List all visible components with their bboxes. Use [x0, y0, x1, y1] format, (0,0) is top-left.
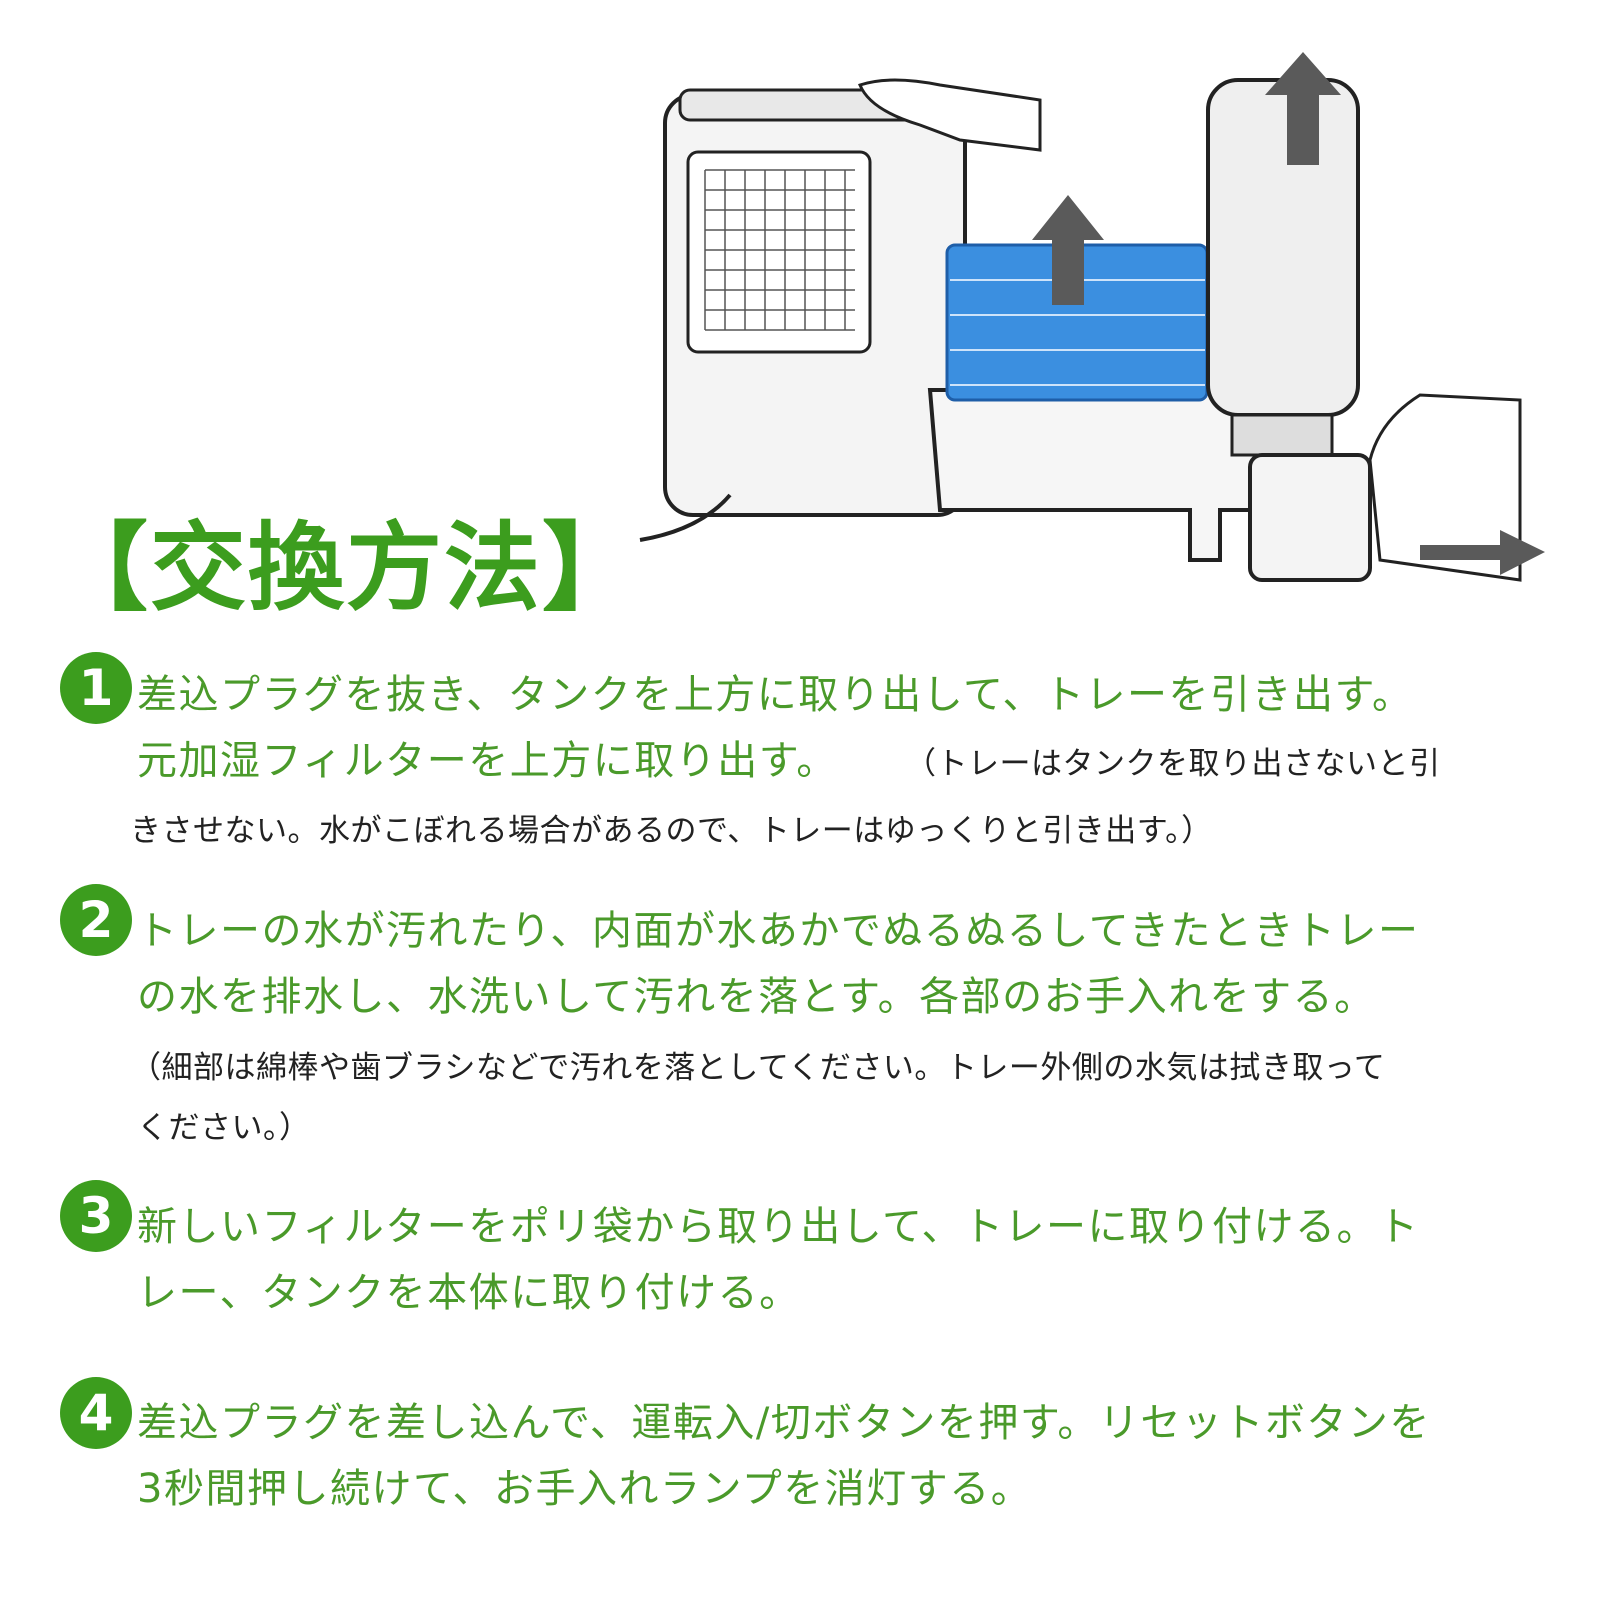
step-1-note-1: （トレーはタンクを取り出さないと引 — [905, 746, 1441, 782]
step-2-line-2: の水を排水し、水洗いして汚れを落とす。各部のお手入れをする。 — [137, 974, 1376, 1020]
step-number-badge: 4 — [60, 1377, 132, 1449]
step-3-line-1: 新しいフィルターをポリ袋から取り出して、トレーに取り付ける。ト — [137, 1204, 1420, 1250]
step-1-line-1: 差込プラグを抜き、タンクを上方に取り出して、トレーを引き出す。 — [137, 672, 1414, 718]
step-number-badge: 3 — [60, 1180, 132, 1252]
step-1-line-2: 元加湿フィルターを上方に取り出す。 — [137, 738, 838, 784]
step-number-badge: 1 — [60, 652, 132, 724]
humidifier-illustration — [639, 52, 1545, 582]
step-1-note-2: きさせない。水がこぼれる場合があるので、トレーはゆっくりと引き出す。） — [130, 813, 1213, 849]
step-number-badge: 2 — [60, 884, 132, 956]
step-4-line-1: 差込プラグを差し込んで、運転入/切ボタンを押す。リセットボタンを — [137, 1400, 1431, 1446]
arrow-up-icon — [1032, 52, 1545, 575]
page-title: 【交換方法】 — [52, 512, 640, 624]
step-2-note-1: （細部は綿棒や歯ブラシなどで汚れを落としてください。トレー外側の水気は拭き取って — [130, 1050, 1386, 1086]
step-3-line-2: レー、タンクを本体に取り付ける。 — [137, 1270, 801, 1316]
step-2-note-2: ください。） — [137, 1110, 311, 1146]
step-4-line-2: 3秒間押し続けて、お手入れランプを消灯する。 — [137, 1466, 1033, 1512]
step-2-line-1: トレーの水が汚れたり、内面が水あかでぬるぬるしてきたときトレー — [137, 908, 1420, 954]
